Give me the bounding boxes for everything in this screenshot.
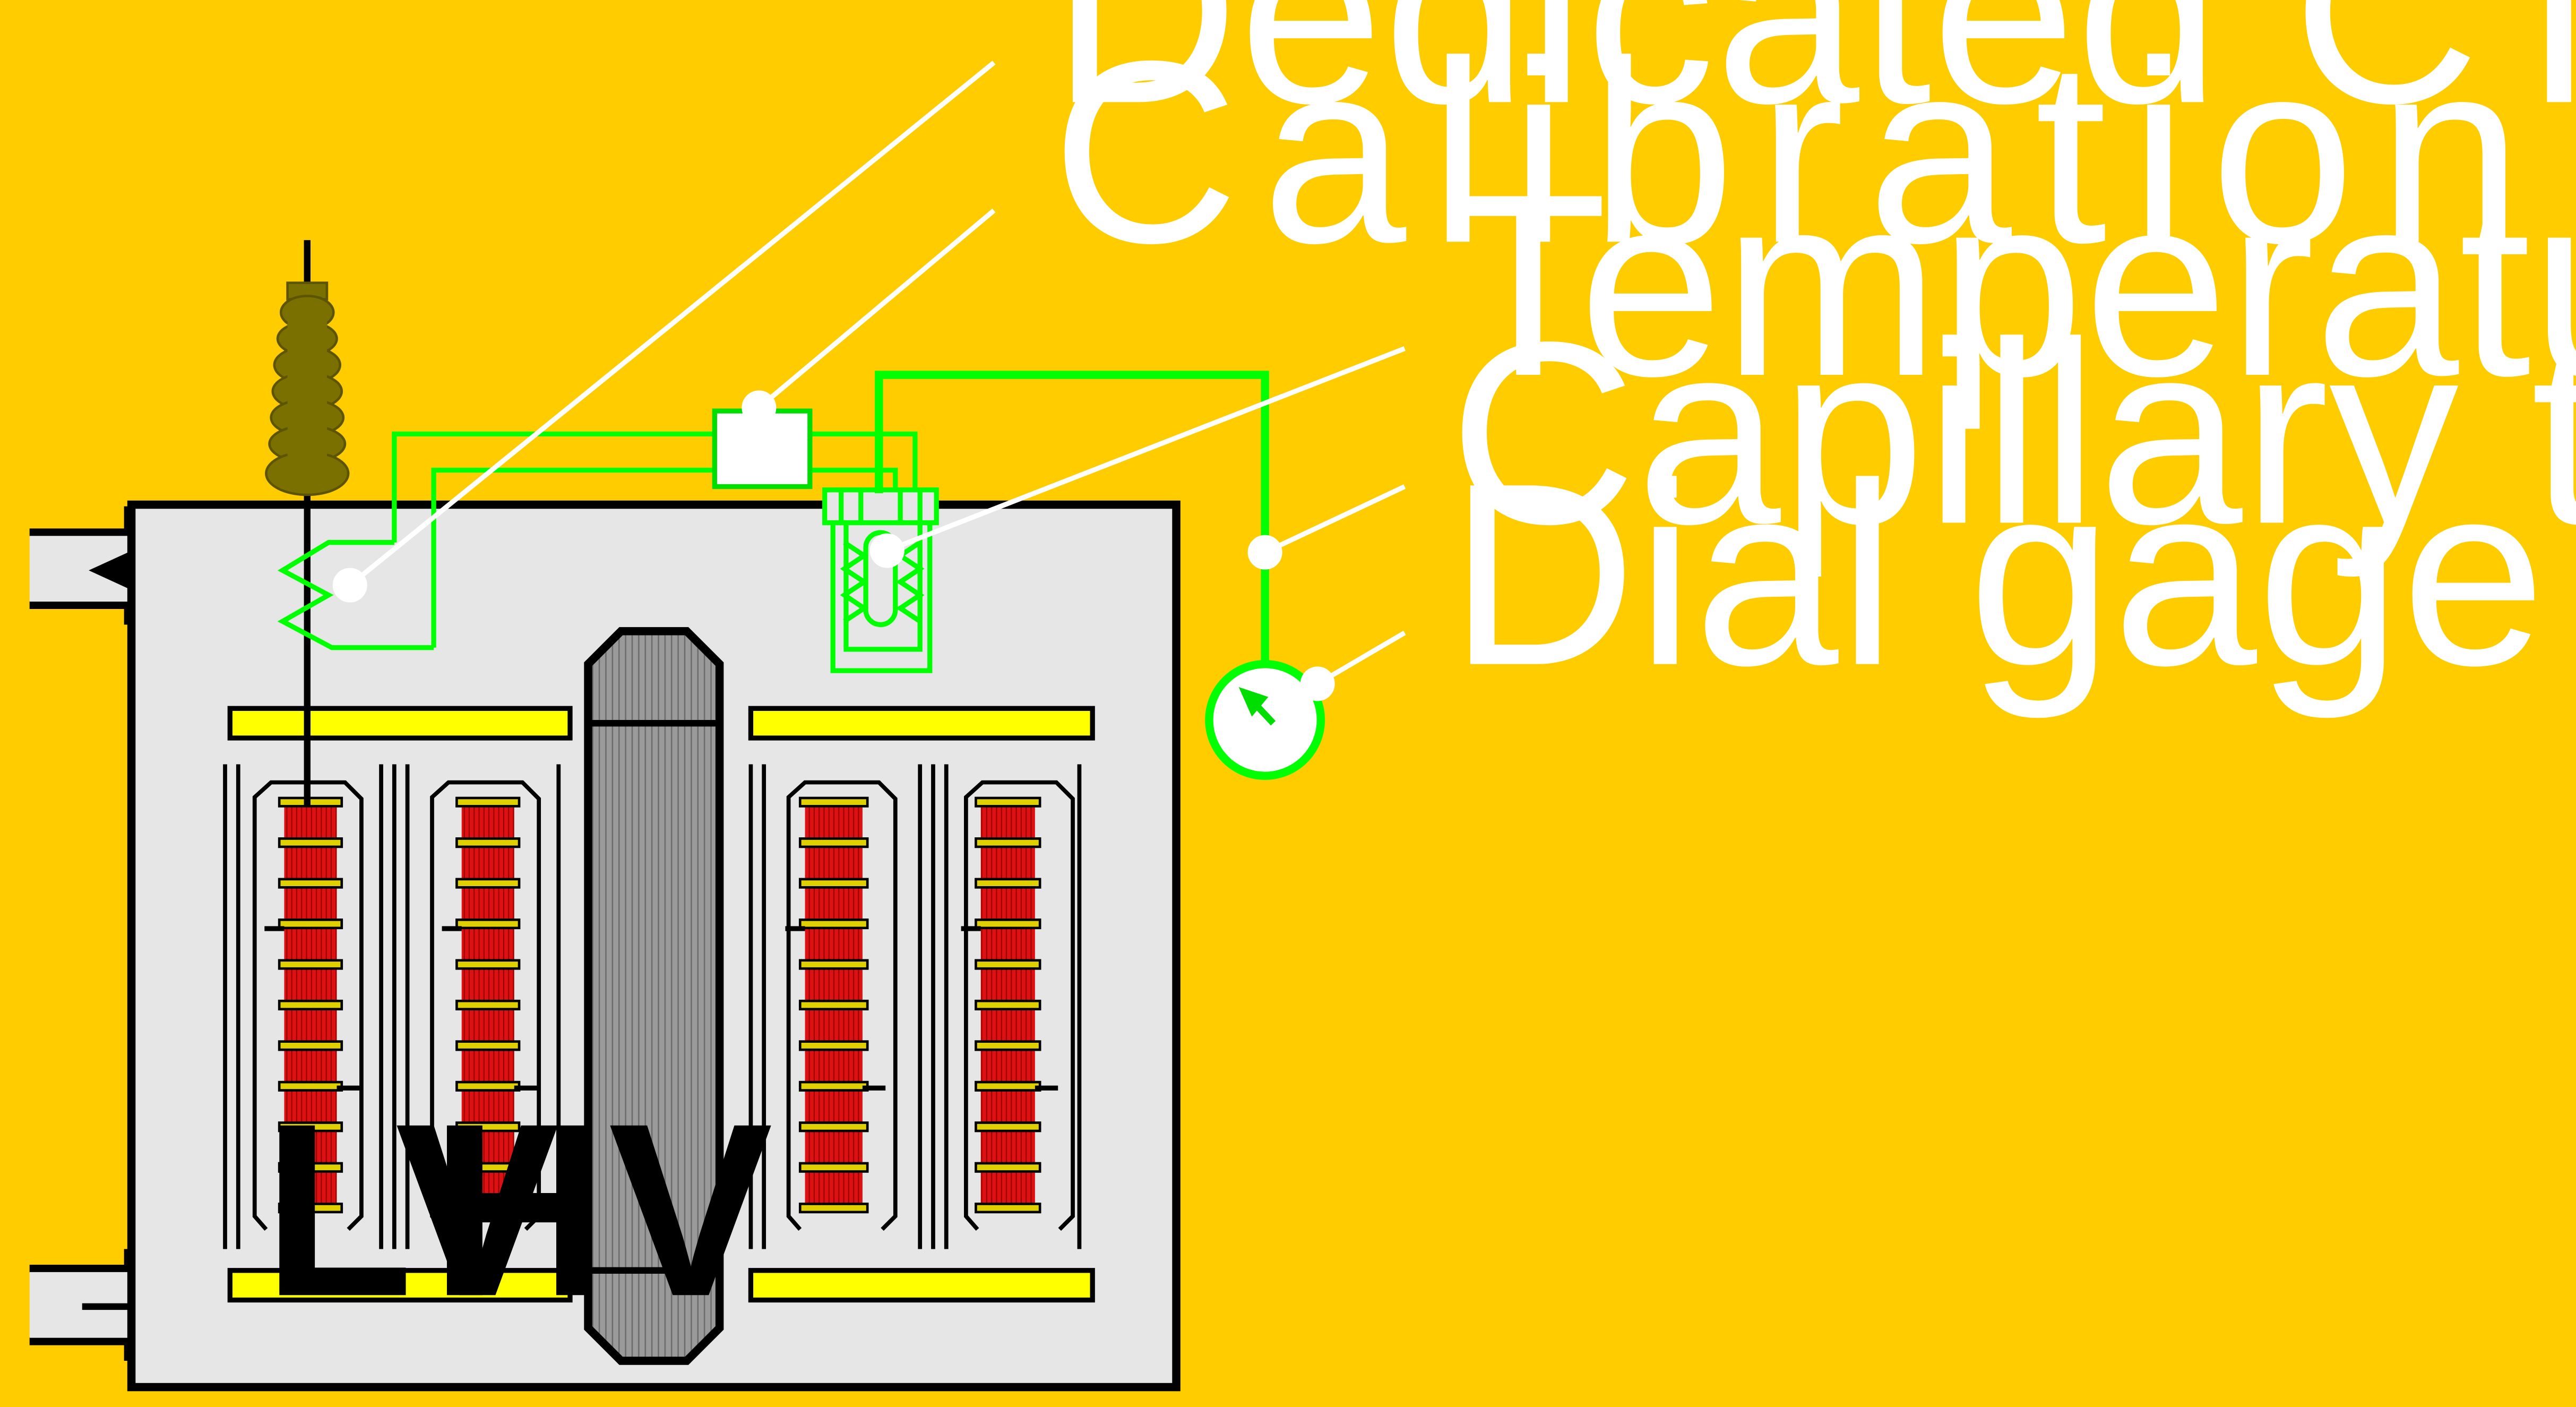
leader-lines: [332, 61, 1406, 701]
winding-spacer: [798, 1040, 869, 1051]
capillary-tube: [875, 371, 1269, 666]
winding-spacer: [455, 1162, 521, 1173]
winding-spacer: [278, 999, 343, 1010]
winding-spacer: [975, 837, 1041, 848]
winding-spacer: [798, 1080, 869, 1092]
dial-gauge-icon: [1205, 659, 1325, 780]
yoke-bars: [227, 706, 1095, 1303]
winding-spacer: [278, 1040, 343, 1051]
winding-spacer: [798, 837, 869, 848]
calibration-circuit-box: [712, 408, 813, 490]
winding-spacer: [975, 959, 1041, 970]
winding-spacer: [975, 1162, 1041, 1173]
windings: [264, 796, 1058, 1214]
winding-spacer: [455, 1203, 521, 1214]
winding-spacer: [278, 918, 343, 930]
label-dial-gage-switches: Dial gage & Switches: [1449, 429, 2576, 721]
winding-spacer: [975, 878, 1041, 889]
label-lv: LV: [263, 1073, 561, 1348]
winding-spacer: [975, 918, 1041, 930]
winding-spacer: [455, 837, 521, 848]
winding-spacer: [798, 878, 869, 889]
bushing-icon: [265, 281, 350, 496]
winding-spacer: [455, 999, 521, 1010]
winding-spacer: [278, 1162, 343, 1173]
winding-spacer: [455, 959, 521, 970]
winding-spacer: [455, 1121, 521, 1133]
limb-laminations: [223, 764, 1082, 1249]
winding-spacer: [798, 796, 869, 808]
winding-spacer: [975, 1040, 1041, 1051]
label-dedicated-ct: Dedicated CT: [1052, 0, 2576, 157]
ct-wiring: [277, 431, 918, 650]
winding-spacer: [975, 796, 1041, 808]
winding-spacer: [278, 1203, 343, 1214]
winding-spacer: [975, 1080, 1041, 1092]
winding-spacer: [278, 837, 343, 848]
winding-spacer: [798, 1121, 869, 1133]
core-icon: [584, 627, 724, 1365]
winding-spacer: [975, 1203, 1041, 1214]
winding-spacer: [278, 959, 343, 970]
winding-spacer: [455, 796, 521, 808]
winding-spacer: [975, 1121, 1041, 1133]
winding-spacer: [798, 918, 869, 930]
winding-spacer: [278, 1121, 343, 1133]
winding-spacer: [455, 918, 521, 930]
outlet-arrow-icon: [89, 552, 128, 589]
winding-spacer: [975, 999, 1041, 1010]
label-capillary-tube: Capillary tu b e: [1449, 288, 2576, 580]
label-calibration-circuit: Calibration circuit: [1052, 6, 2576, 297]
winding-spacer: [798, 1162, 869, 1173]
winding-spacer: [798, 1203, 869, 1214]
winding-spacer: [455, 1040, 521, 1051]
winding-spacer: [455, 878, 521, 889]
winding-spacer: [278, 878, 343, 889]
label-temperature-sensing-bulb: Temperature sensing bulb: [1449, 140, 2576, 432]
winding-spacer: [798, 999, 869, 1010]
label-hv: HV: [430, 1073, 774, 1348]
winding-spacer: [798, 959, 869, 970]
